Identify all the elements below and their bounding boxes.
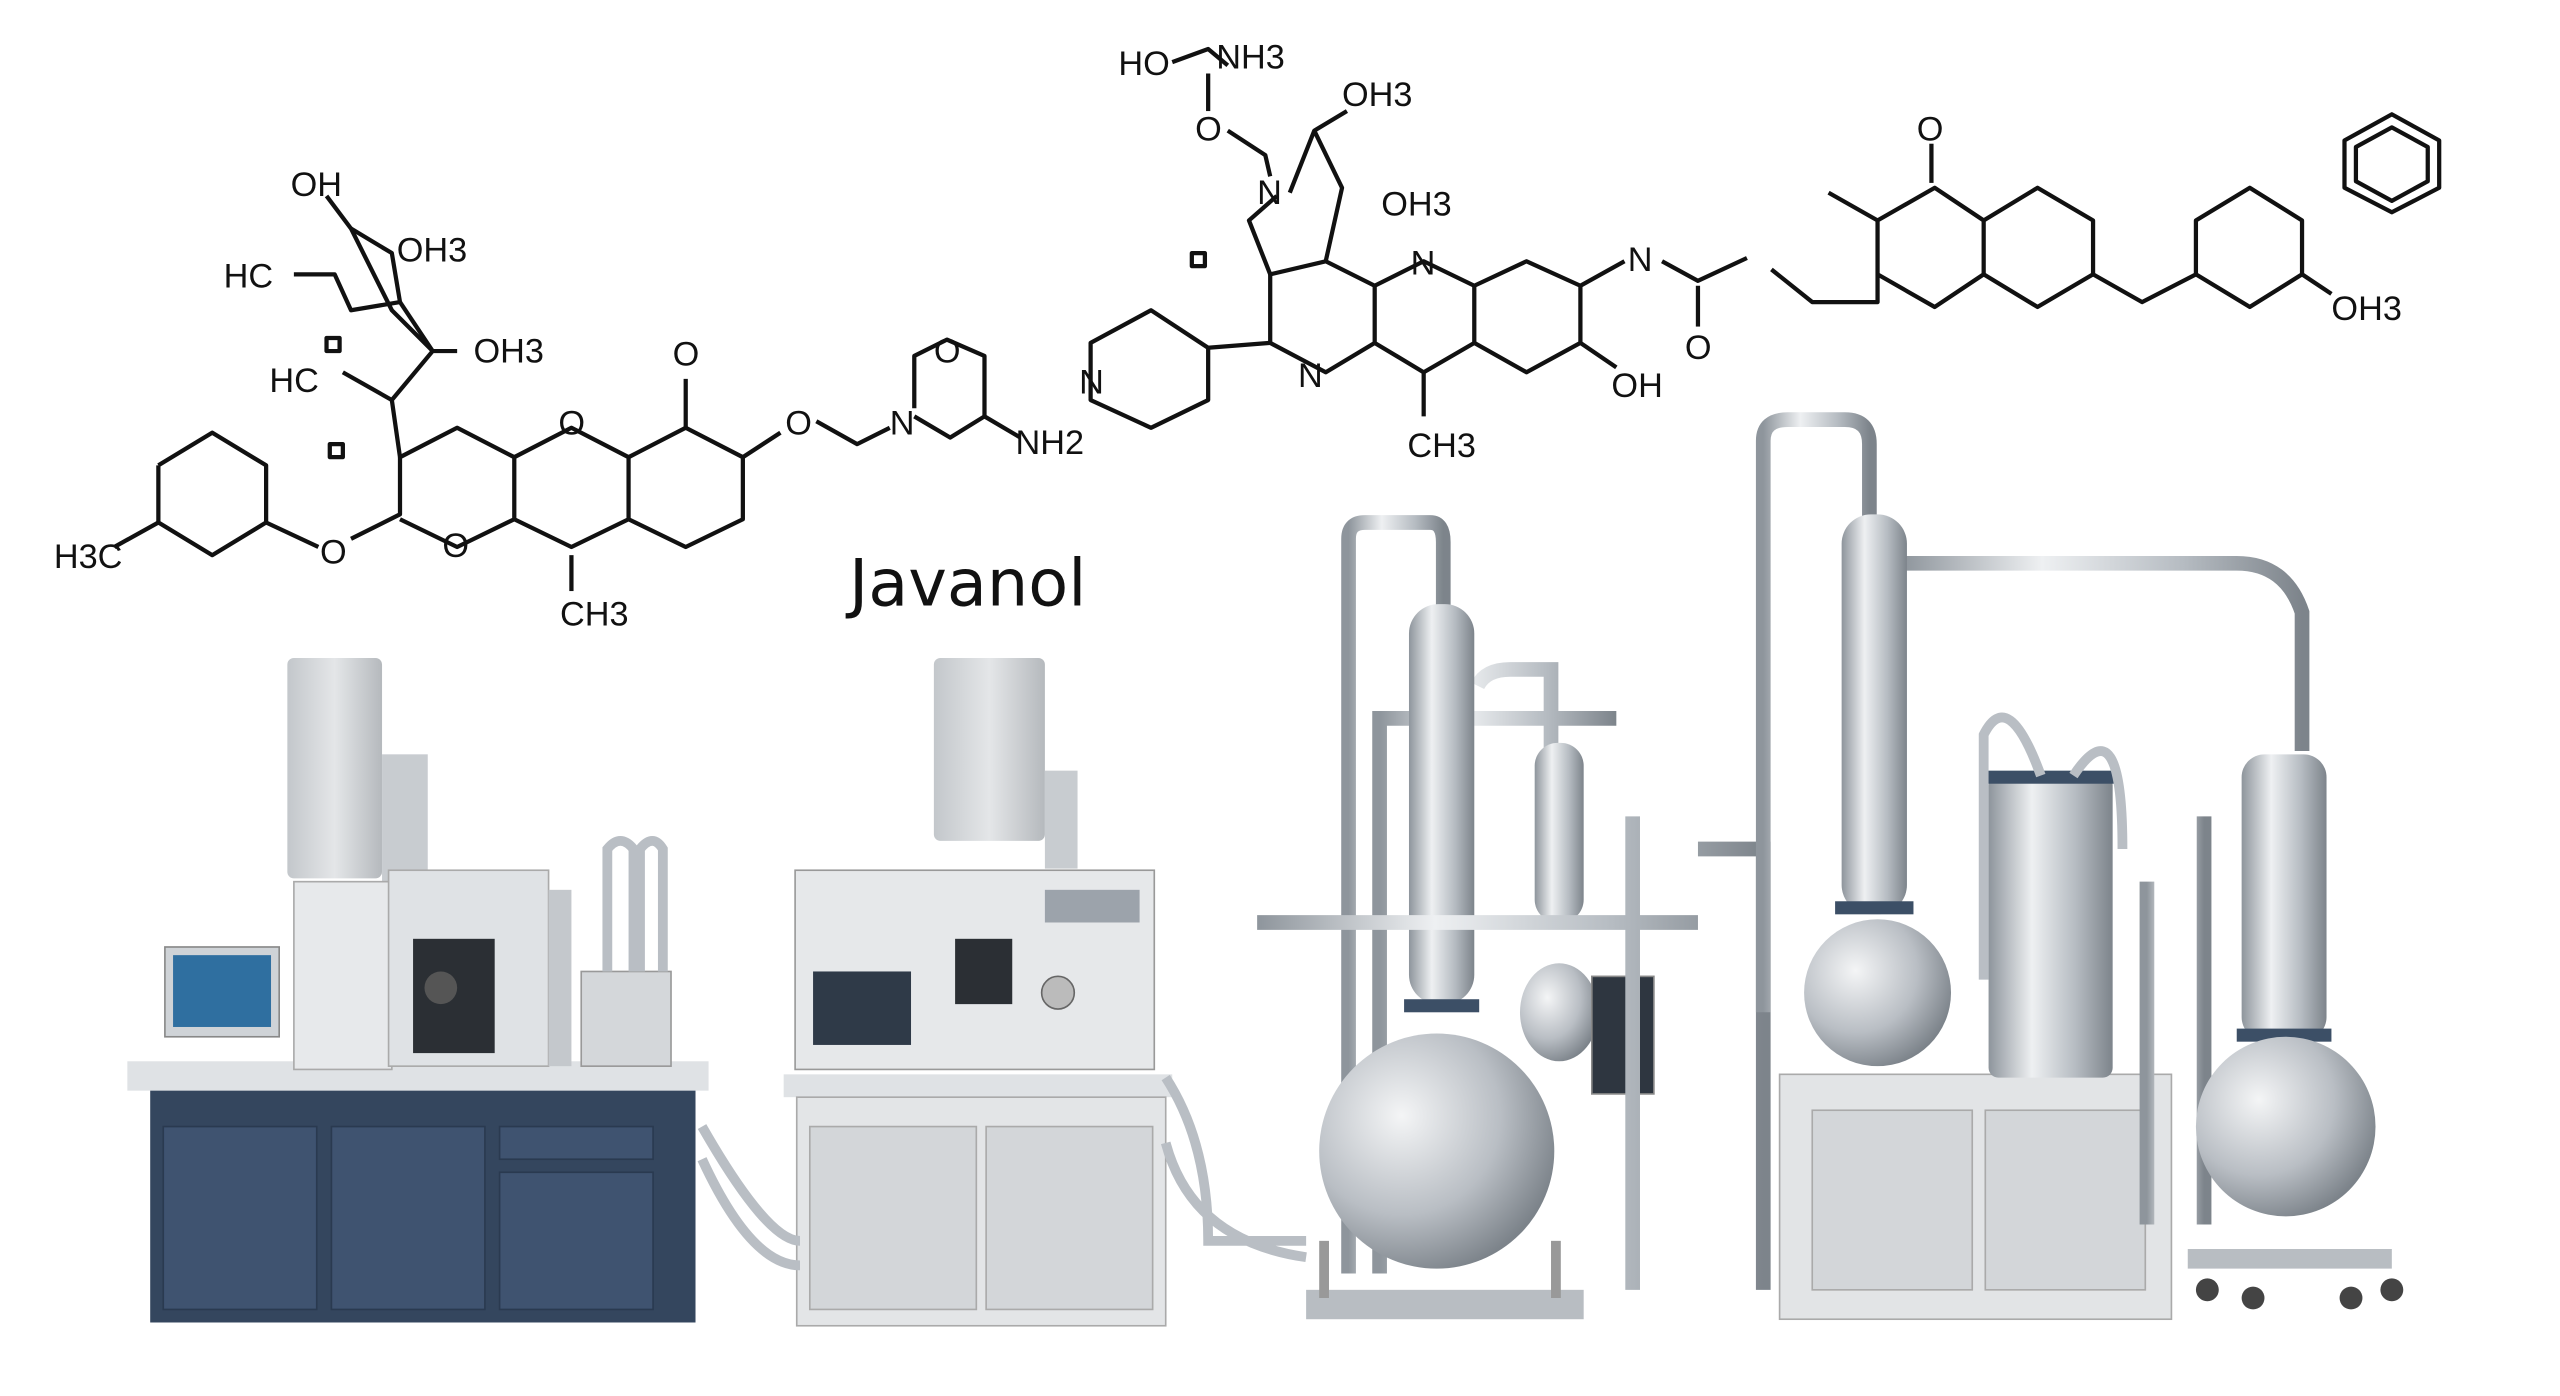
atom-label: N [1411, 244, 1436, 282]
atom-label: O [934, 332, 961, 370]
atom-label: N [1079, 364, 1104, 402]
reactor-column-2 [1755, 412, 2310, 1321]
atom-label: N [1257, 174, 1282, 212]
atom-label: H3C [54, 538, 123, 576]
compound-name: Javanol [845, 546, 1086, 622]
atom-label: NH3 [1216, 39, 1285, 77]
atom-label: CH3 [560, 595, 629, 633]
chemical-structure-right: O OH3 [1770, 110, 2442, 328]
atom-label: O [673, 336, 700, 374]
atom-label: HC [224, 257, 274, 295]
atom-label: HC [269, 362, 319, 400]
atom-label: OH3 [1381, 186, 1451, 224]
atom-label: N [1628, 241, 1653, 279]
reactor-column-1 [1257, 515, 1771, 1320]
atom-label: N [890, 404, 915, 442]
reactor-column-3 [2139, 754, 2404, 1310]
lab-bench-left [127, 658, 709, 1323]
atom-label: OH3 [397, 231, 467, 269]
atom-label: OH3 [473, 332, 543, 370]
atom-label: O [1917, 110, 1944, 148]
atom-label: NH2 [1016, 424, 1085, 462]
atom-label: O [785, 404, 812, 442]
atom-label: O [1195, 110, 1222, 148]
atom-label: O [442, 527, 469, 565]
atom-label: O [320, 533, 347, 571]
atom-label: OH3 [2331, 290, 2401, 328]
atom-label: O [558, 404, 585, 442]
atom-label: CH3 [1407, 427, 1476, 465]
atom-label: N [1298, 357, 1323, 395]
chemical-structure-left: OH HC OH3 OH3 HC O O O N O NH2 O O H3C C… [54, 166, 1084, 633]
atom-label: OH3 [1342, 76, 1412, 114]
atom-label: OH [291, 166, 342, 204]
atom-label: HO [1118, 45, 1169, 83]
instrument-middle [783, 658, 1173, 1327]
chemical-structure-middle: HO NH3 O N OH3 OH3 N N N CH3 N OH O [1079, 39, 1748, 465]
atom-label: O [1685, 329, 1712, 367]
atom-label: OH [1611, 367, 1662, 405]
